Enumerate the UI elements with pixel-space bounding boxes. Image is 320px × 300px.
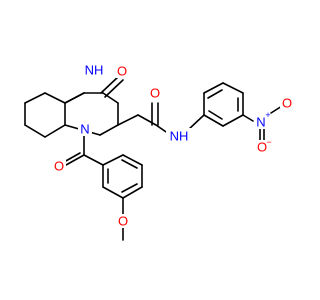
bond (121, 159, 138, 169)
bond (24, 124, 46, 138)
bond (24, 92, 46, 104)
bond (64, 92, 85, 104)
amide-oxygen-label: O (150, 86, 160, 101)
bond (222, 114, 244, 127)
bond (102, 92, 119, 104)
bond (122, 154, 143, 166)
bond (203, 114, 224, 127)
bond (222, 82, 244, 94)
nitro-oxygen-bottom-charge: − (266, 137, 271, 147)
bond (83, 154, 104, 166)
bond (208, 110, 223, 120)
bond (207, 89, 223, 99)
methoxy-oxygen-label: O (118, 214, 128, 229)
amide-nh-label: NH (170, 129, 189, 144)
lactam-oxygen-label: O (117, 64, 127, 79)
bond (100, 75, 120, 94)
nitro-nitrogen-label: N (256, 115, 265, 130)
bond (122, 186, 143, 199)
bond (104, 79, 124, 98)
nh-ring-label: NH (85, 63, 104, 78)
bond (102, 186, 124, 199)
atom-label-group: NH O N O NH N + O O − O O (52, 62, 294, 229)
nitro-oxygen-bottom-label: O (257, 140, 267, 155)
bond (63, 152, 81, 163)
bond (121, 183, 138, 193)
bond (203, 82, 224, 94)
bond (102, 154, 124, 166)
bond (65, 154, 85, 166)
bond (99, 124, 119, 136)
bond (44, 124, 66, 138)
nitro-oxygen-top-label: O (282, 96, 292, 111)
molecule-structure: NH O N O NH N + O O − O O (24, 62, 294, 241)
nitro-nitrogen-charge: + (265, 110, 270, 120)
bond (44, 92, 66, 104)
bond (137, 114, 157, 126)
structure-canvas: NH O N O NH N + O O − O O (24, 62, 294, 241)
bond (187, 114, 205, 131)
bond (117, 114, 139, 126)
benzoyl-oxygen-label: O (54, 159, 64, 174)
bond (242, 114, 254, 122)
ring-nitrogen-label: N (80, 122, 89, 137)
